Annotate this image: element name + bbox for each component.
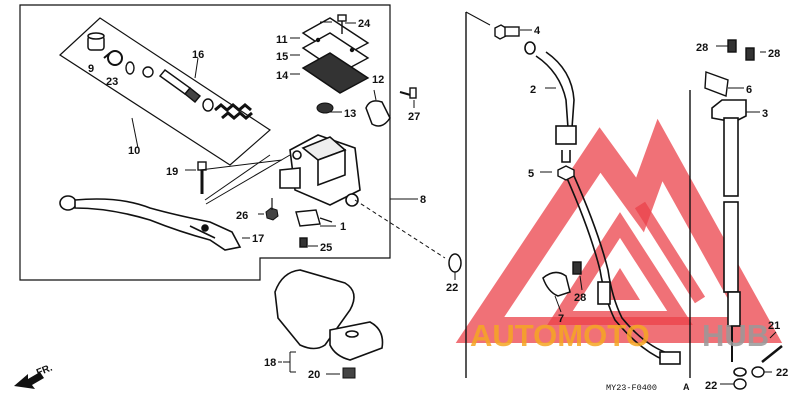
part-28-bolt-mid	[572, 261, 582, 275]
label-3: 3	[762, 108, 768, 120]
label-17: 17	[252, 233, 264, 245]
piston-kit-box	[59, 17, 271, 166]
part-25-screw	[299, 237, 308, 248]
master-cylinder-body	[279, 134, 361, 207]
reservoir-cover-set	[301, 17, 370, 94]
watermark-wordmark: AUTOMOTO HUB	[470, 318, 769, 353]
label-4: 4	[534, 25, 541, 37]
label-8: 8	[420, 194, 426, 206]
label-27: 27	[408, 111, 420, 123]
watermark-logo	[455, 118, 783, 343]
label-10: 10	[128, 145, 140, 157]
label-22-right: 22	[776, 367, 788, 379]
label-14: 14	[276, 70, 289, 82]
label-28-right: 28	[768, 48, 780, 60]
label-13: 13	[344, 108, 356, 120]
label-5: 5	[528, 168, 534, 180]
part-19-bolt	[197, 161, 207, 194]
part-13-plate	[316, 102, 334, 114]
part-12-holder	[365, 100, 391, 127]
part-3-brake-hose	[711, 99, 747, 377]
label-26: 26	[236, 210, 248, 222]
label-19: 19	[166, 166, 178, 178]
label-23: 23	[106, 76, 118, 88]
watermark-text-hub: HUB	[702, 318, 769, 353]
label-18: 18	[264, 357, 276, 369]
diagram-code: MY23-F0400	[606, 383, 657, 393]
label-25: 25	[320, 242, 332, 254]
label-24: 24	[358, 18, 371, 30]
part-22-washer	[448, 253, 462, 273]
part-17-brake-lever	[59, 195, 242, 251]
leader-lines	[185, 21, 777, 385]
label-20: 20	[308, 369, 320, 381]
part-18-lever-cover	[274, 269, 384, 361]
label-9: 9	[88, 63, 94, 75]
front-direction-arrow: FR.	[14, 362, 54, 389]
part-4-banjo-bolt	[494, 24, 520, 40]
front-marker-label: FR.	[35, 362, 54, 378]
part-labels: 9 23 16 10 11 15 14 24 12 13 27 19 26 1 …	[88, 18, 788, 392]
piston-parts	[125, 61, 253, 120]
part-22-washers-bottom	[733, 366, 765, 390]
watermark-text-automoto: AUTOMOTO	[470, 318, 650, 353]
label-2: 2	[530, 84, 536, 96]
part-9-seal-cap	[87, 32, 105, 51]
part-2-brake-hose	[524, 41, 577, 163]
label-22-mid: 22	[446, 282, 458, 294]
part-23-circlip	[103, 50, 123, 66]
part-6-bracket	[704, 71, 729, 97]
part-27-bolt	[399, 87, 417, 99]
label-6: 6	[746, 84, 752, 96]
diagram-variant: A	[683, 382, 690, 392]
label-21: 21	[768, 320, 780, 332]
label-28-left: 28	[696, 42, 708, 54]
label-1: 1	[340, 221, 346, 233]
part-24-screw	[337, 14, 347, 34]
part-1-switch	[295, 209, 333, 227]
label-7: 7	[558, 313, 564, 325]
label-28-mid: 28	[574, 292, 586, 304]
part-7-brake-hose	[565, 175, 681, 365]
master-cylinder-frame	[19, 4, 391, 281]
label-22-bottom: 22	[705, 380, 717, 392]
part-21-bolt	[761, 345, 783, 363]
part-26-nut	[265, 207, 279, 221]
part-20-nut	[342, 367, 356, 379]
part-7-clip	[542, 271, 571, 297]
part-28-bolts-top	[727, 39, 755, 61]
label-15: 15	[276, 51, 288, 63]
label-12: 12	[372, 74, 384, 86]
label-16: 16	[192, 49, 204, 61]
label-11: 11	[276, 34, 288, 46]
part-5-banjo-bolt	[557, 165, 575, 181]
